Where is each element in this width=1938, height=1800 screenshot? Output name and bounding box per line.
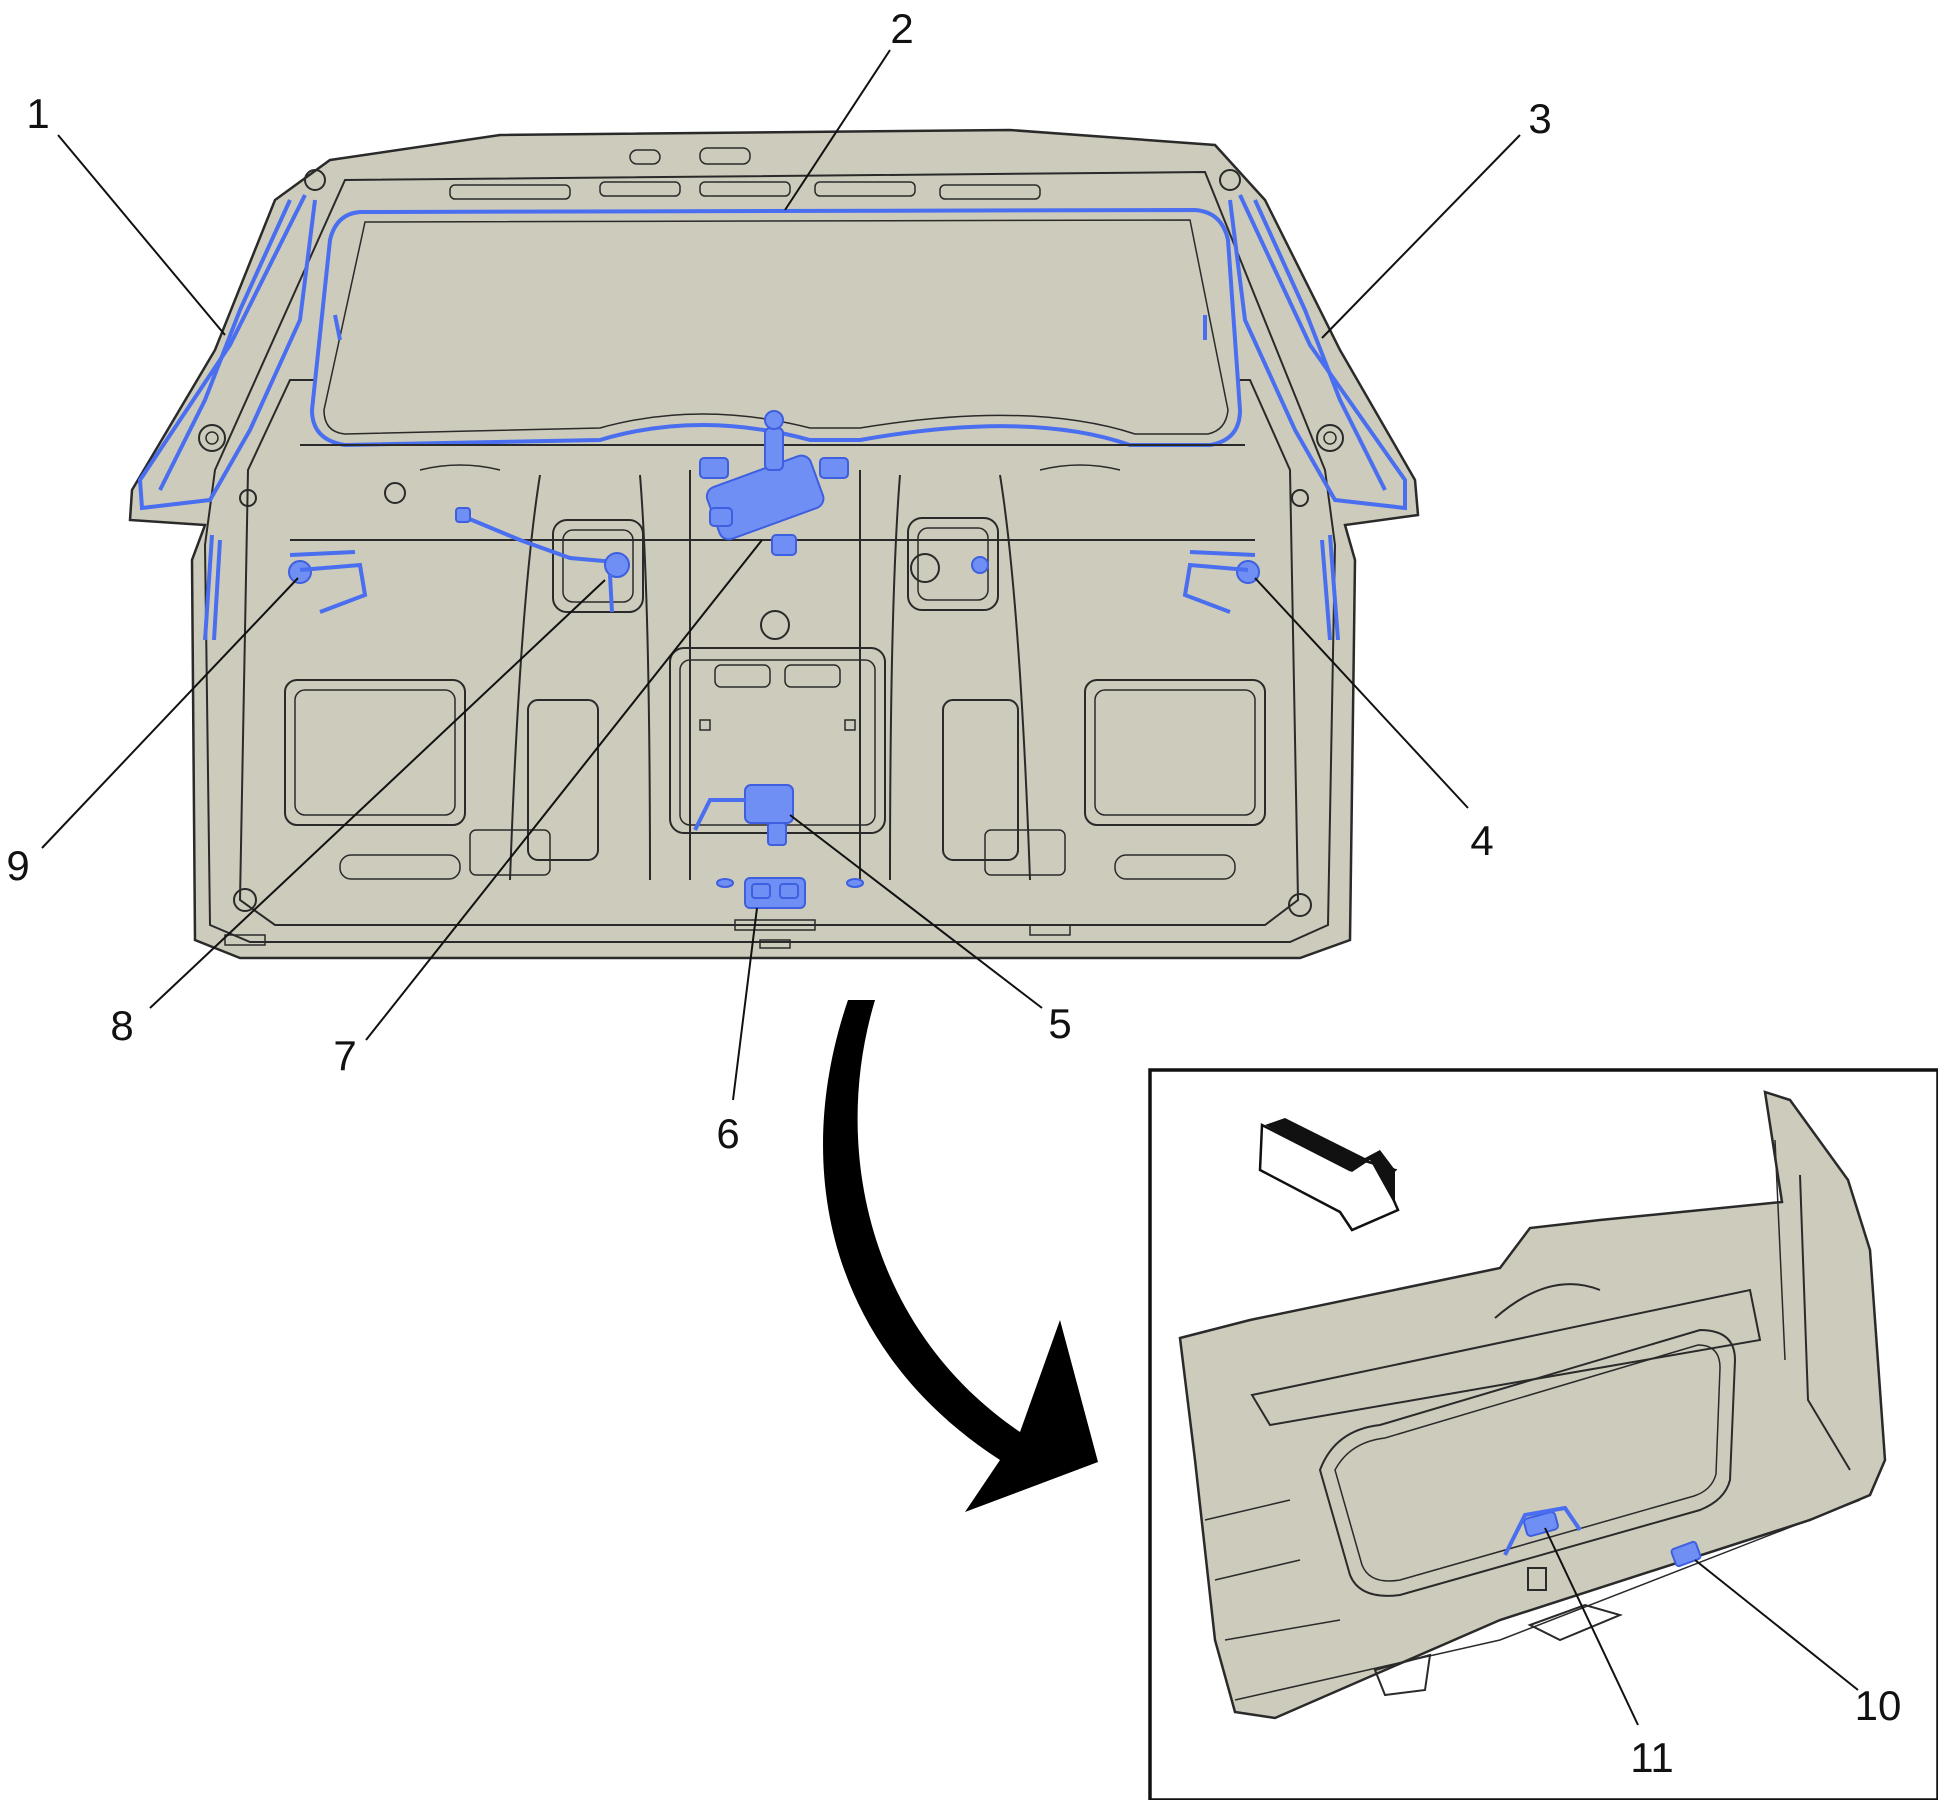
liftgate-inner-panel [128, 128, 1420, 960]
callout-3: 3 [1528, 95, 1551, 142]
callout-4: 4 [1470, 817, 1493, 864]
callout-5: 5 [1048, 1000, 1071, 1047]
callout-10: 10 [1855, 1682, 1902, 1729]
callout-9: 9 [6, 842, 29, 889]
right-weatherstrip [1203, 194, 1407, 641]
leader-8 [149, 579, 606, 1009]
leader-6 [732, 907, 758, 1101]
callout-2: 2 [890, 5, 913, 52]
liftgate-trim-panel [1178, 1090, 1887, 1720]
leader-2 [784, 49, 891, 211]
right-strut-bracket [1182, 550, 1260, 614]
release-switch [693, 784, 794, 846]
leader-7 [365, 539, 763, 1041]
leader-lines [41, 49, 1859, 1726]
leader-10 [1694, 1559, 1859, 1691]
liftgate-latch [716, 877, 864, 909]
rear-window-seal [309, 207, 1243, 448]
curved-arrow-icon [823, 1000, 1098, 1512]
wiper-motor [699, 410, 849, 556]
callout-6: 6 [716, 1110, 739, 1157]
leader-1 [57, 134, 226, 336]
callout-11: 11 [1630, 1734, 1674, 1781]
left-weatherstrip [137, 194, 342, 641]
callout-8: 8 [110, 1002, 133, 1049]
leader-11 [1544, 1527, 1639, 1726]
callout-1: 1 [26, 90, 49, 137]
callout-7: 7 [333, 1032, 356, 1079]
leader-5 [789, 814, 1043, 1009]
mounting-holes [198, 169, 1344, 917]
leader-3 [1321, 134, 1521, 339]
left-strut-bracket [288, 550, 368, 614]
top-slots [449, 147, 1041, 200]
detail-inset [1148, 1068, 1938, 1800]
callout-labels: 1 2 3 4 5 6 7 8 9 10 11 [6, 5, 1901, 1781]
view-direction-arrow-icon [1258, 1118, 1400, 1232]
latch-wiring [455, 507, 630, 613]
leader-9 [41, 577, 299, 849]
leader-4 [1254, 577, 1469, 809]
